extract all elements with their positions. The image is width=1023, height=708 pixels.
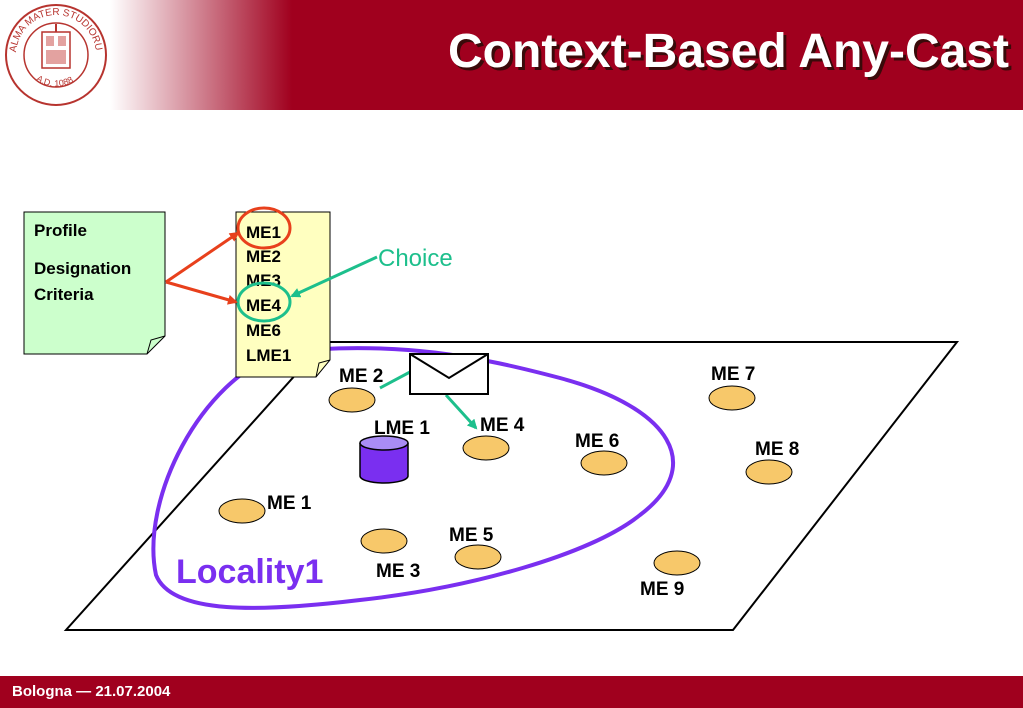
designation-arrow-me1 [165, 231, 240, 284]
node-label-me6: ME 6 [575, 431, 619, 452]
profile-note [23, 211, 166, 355]
route-line-in [379, 370, 411, 390]
designation-arrow-me4 [165, 280, 238, 305]
university-seal-logo: ALMA MATER STUDIORUM A.D. 1088 [2, 2, 107, 106]
header-bar [0, 0, 1023, 110]
me1-selection-circle [236, 206, 292, 250]
candidate-list-fold [315, 359, 331, 378]
message-envelope-icon [409, 353, 489, 395]
node-label-me4: ME 4 [480, 415, 525, 436]
node-label-me1: ME 1 [267, 493, 312, 514]
list-item-me3: ME3 [246, 271, 281, 290]
slide-title: Context-Based Any-Cast [448, 25, 1009, 78]
node-label-me2: ME 2 [339, 366, 383, 387]
choice-label: Choice [378, 245, 453, 272]
node-me4 [462, 435, 510, 461]
node-label-me7: ME 7 [711, 364, 755, 385]
node-label-me9: ME 9 [640, 579, 684, 600]
node-me9 [653, 550, 701, 576]
profile-note-fold [146, 335, 166, 355]
locality-label: Locality1 [176, 553, 323, 591]
list-item-me4: ME4 [246, 296, 282, 315]
node-label-me5: ME 5 [449, 525, 494, 546]
anycast-diagram: Locality1 Profile Designation Criteria M… [23, 206, 960, 631]
node-label-lme1: LME 1 [374, 418, 430, 439]
candidate-list: ME1 ME2 ME3 ME4 ME6 LME1 [246, 223, 291, 365]
node-me7 [708, 385, 756, 411]
node-me3 [360, 528, 408, 554]
node-me6 [580, 450, 628, 476]
criteria-label: Criteria [34, 285, 94, 304]
node-me1 [218, 498, 266, 524]
list-item-lme1: LME1 [246, 346, 291, 365]
node-me5 [454, 544, 502, 570]
node-me2 [328, 387, 376, 413]
candidate-list-note [235, 211, 331, 378]
node-me8 [745, 459, 793, 485]
list-item-me6: ME6 [246, 321, 281, 340]
list-item-me1: ME1 [246, 223, 281, 242]
node-label-me8: ME 8 [755, 439, 799, 460]
designation-label: Designation [34, 259, 131, 278]
me4-selection-circle [236, 281, 292, 323]
footer-text: Bologna — 21.07.2004 [12, 683, 171, 700]
choice-arrow [290, 255, 378, 298]
footer-bar: Bologna — 21.07.2004 [0, 676, 1023, 708]
lme1-database-icon [359, 435, 409, 484]
route-arrow-to-me4 [444, 393, 478, 430]
locality-boundary [151, 346, 676, 610]
node-label-me3: ME 3 [376, 561, 420, 582]
profile-label: Profile [34, 221, 87, 240]
list-item-me2: ME2 [246, 247, 281, 266]
